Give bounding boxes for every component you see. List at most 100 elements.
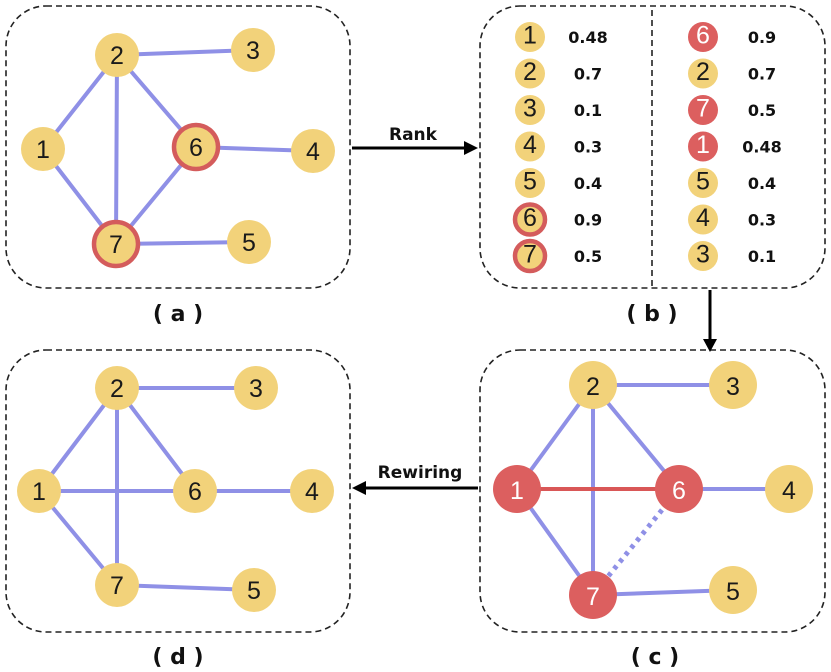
panel-c-box [479,349,826,633]
rank-score: 0.3 [574,138,602,157]
node-circle [512,202,548,237]
rank-label: Rank [389,125,438,145]
node-label: 7 [696,94,710,122]
node-circle [493,465,541,513]
rank-score: 0.1 [574,101,602,120]
node-circle [709,361,757,409]
node-label: 5 [696,167,710,195]
panel-d-caption: ( d ) [152,645,203,670]
down-arrow [703,290,717,352]
rank-score: 0.7 [748,65,776,84]
rank-score: 0.48 [742,138,781,157]
node-1: 1 [493,465,541,513]
node-circle [688,22,718,52]
node-circle [91,219,141,269]
panel-a-caption: ( a ) [153,302,203,327]
rank-node: 2 [515,58,545,89]
edge-7-5 [115,583,256,592]
node-1: 1 [21,127,65,171]
node-circle [291,129,335,173]
rank-score: 0.4 [574,174,602,193]
node-circle [515,131,545,162]
rank-node: 1 [688,131,718,162]
rank-node: 4 [515,131,545,162]
node-4: 4 [765,465,813,513]
node-label: 1 [523,21,537,49]
node-7: 7 [569,571,617,619]
rank-node: 5 [688,167,718,198]
node-circle [95,33,139,77]
panel-b-caption: ( b ) [626,302,677,327]
node-3: 3 [709,361,757,409]
node-circle [569,361,617,409]
node-label: 4 [523,131,537,159]
node-label: 3 [523,94,537,122]
node-2: 2 [569,361,617,409]
node-6: 6 [171,122,221,172]
node-circle [515,22,545,52]
node-circle [512,238,548,274]
node-7: 7 [91,219,141,269]
node-circle [688,204,718,235]
rank-node: 7 [512,238,548,274]
rank-node: 1 [515,21,545,52]
node-3: 3 [234,366,278,410]
panel-d-box [5,349,351,633]
rank-node: 3 [515,94,545,125]
rewiring-arrow [352,481,478,495]
panel-b-box [479,5,826,289]
node-label: 6 [696,21,710,49]
rank-node: 3 [688,240,718,271]
rank-score: 0.9 [574,211,602,230]
node-label: 6 [672,477,686,505]
node-label: 5 [242,229,256,257]
node-circle [17,469,61,513]
rank-score: 0.9 [748,28,776,47]
node-2: 2 [95,366,139,410]
node-label: 7 [110,572,124,600]
node-circle [227,220,271,264]
node-3: 3 [231,28,275,72]
rank-score: 0.48 [568,28,607,47]
edge-2-7 [114,53,119,246]
node-label: 4 [305,478,319,506]
rank-node: 2 [688,58,718,89]
node-label: 6 [189,134,203,162]
node-label: 2 [696,58,710,86]
rank-node: 7 [688,94,718,125]
node-circle [232,568,276,612]
node-circle [688,95,718,125]
node-5: 5 [709,566,757,614]
node-7: 7 [95,563,139,607]
node-label: 7 [109,231,123,259]
node-label: 3 [726,373,740,401]
node-circle [95,366,139,410]
node-circle [515,95,545,125]
node-label: 2 [110,375,124,403]
node-label: 6 [188,478,202,506]
node-label: 5 [523,167,537,195]
node-6: 6 [655,465,703,513]
node-label: 2 [523,58,537,86]
node-circle [21,127,65,171]
node-6: 6 [173,469,217,513]
rank-node: 5 [515,167,545,198]
node-circle [95,563,139,607]
node-circle [688,131,718,162]
node-circle [173,469,217,513]
node-label: 7 [586,583,600,611]
node-2: 2 [95,33,139,77]
node-5: 5 [232,568,276,612]
node-label: 1 [696,131,710,159]
